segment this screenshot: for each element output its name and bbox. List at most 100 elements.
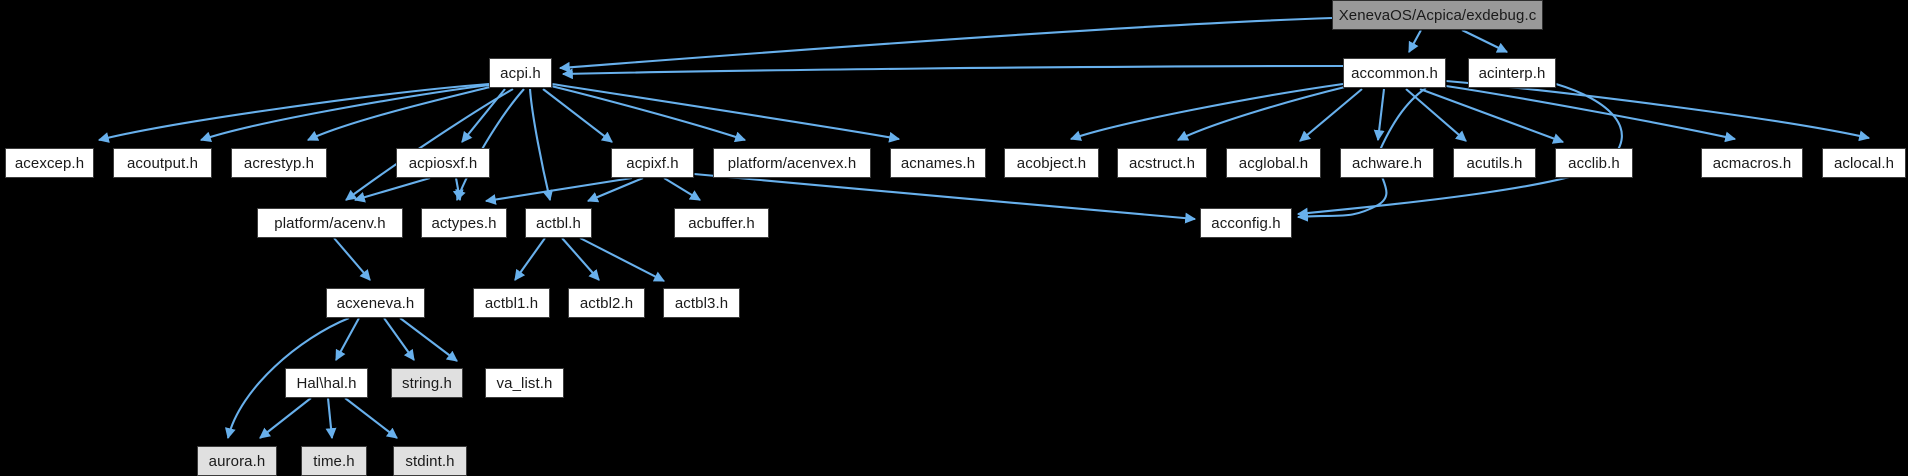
graph-node-acconfig[interactable]: acconfig.h — [1200, 208, 1292, 238]
graph-edge-accommon-to-acclib — [1419, 88, 1565, 144]
graph-edge-acpi-to-acenv — [345, 88, 514, 201]
graph-edge-acxeneva-to-va_list — [399, 317, 458, 362]
graph-edge-acpi-to-actypes — [455, 88, 525, 202]
graph-node-label: acglobal.h — [1238, 154, 1309, 172]
graph-node-label: va_list.h — [496, 374, 553, 392]
graph-node-label: acpixf.h — [626, 154, 679, 172]
graph-edge-acpixf-to-actbl — [586, 177, 644, 203]
graph-node-aclocal[interactable]: aclocal.h — [1822, 148, 1906, 178]
graph-node-acpi[interactable]: acpi.h — [489, 58, 552, 88]
graph-edge-exdebug-to-acinterp — [1461, 29, 1508, 53]
graph-node-stdint[interactable]: stdint.h — [393, 446, 467, 476]
graph-node-label: acexcep.h — [14, 154, 85, 172]
graph-node-string[interactable]: string.h — [391, 368, 463, 398]
graph-edge-acpi-to-acnames — [551, 82, 901, 143]
graph-node-acpiosxf[interactable]: acpiosxf.h — [396, 148, 490, 178]
graph-node-acstruct[interactable]: acstruct.h — [1117, 148, 1207, 178]
graph-node-accommon[interactable]: accommon.h — [1343, 58, 1446, 88]
graph-edge-acpixf-to-acconfig — [693, 172, 1197, 224]
graph-edge-actbl-to-actbl1 — [514, 237, 546, 281]
graph-node-acxeneva[interactable]: acxeneva.h — [326, 288, 425, 318]
graph-edge-exdebug-to-acpi — [558, 16, 1333, 73]
graph-edge-halhal-to-time — [325, 397, 337, 440]
graph-edge-accommon-to-acmacros — [1445, 84, 1737, 143]
graph-node-label: acclib.h — [1568, 154, 1620, 172]
graph-node-label: acbuffer.h — [688, 214, 755, 232]
graph-edge-halhal-to-aurora — [259, 397, 312, 439]
graph-node-aurora[interactable]: aurora.h — [197, 446, 277, 476]
graph-node-acoutput[interactable]: acoutput.h — [113, 148, 212, 178]
graph-node-label: actbl3.h — [674, 294, 729, 312]
graph-node-exdebug[interactable]: XenevaOS/Acpica/exdebug.c — [1332, 0, 1543, 30]
graph-edge-acpi-to-acpiosxf — [461, 88, 506, 143]
graph-edge-accommon-to-acglobal — [1299, 88, 1363, 142]
graph-edge-acxeneva-to-halhal — [335, 317, 360, 361]
graph-node-label: acnames.h — [900, 154, 976, 172]
graph-node-acglobal[interactable]: acglobal.h — [1226, 148, 1321, 178]
graph-edge-halhal-to-stdint — [344, 397, 398, 439]
graph-node-label: acstruct.h — [1128, 154, 1196, 172]
graph-edge-acpi-to-acexcep — [97, 82, 490, 143]
graph-node-label: acpiosxf.h — [408, 154, 478, 172]
graph-node-label: acinterp.h — [1478, 64, 1546, 82]
graph-edge-actbl-to-actbl2 — [561, 237, 600, 281]
graph-node-actypes[interactable]: actypes.h — [421, 208, 507, 238]
graph-node-acpixf[interactable]: acpixf.h — [611, 148, 694, 178]
graph-edge-accommon-to-acstruct — [1177, 85, 1346, 141]
graph-edge-acpixf-to-actypes — [484, 176, 633, 205]
graph-node-label: string.h — [402, 374, 452, 392]
graph-node-acrestyp[interactable]: acrestyp.h — [231, 148, 327, 178]
graph-edge-acpi-to-actbl — [528, 88, 554, 202]
graph-node-label: acpi.h — [500, 64, 541, 82]
graph-node-actbl1[interactable]: actbl1.h — [473, 288, 550, 318]
graph-node-label: XenevaOS/Acpica/exdebug.c — [1338, 6, 1537, 24]
graph-edge-actbl-to-actbl3 — [579, 237, 665, 282]
graph-node-halhal[interactable]: Hal\hal.h — [285, 368, 368, 398]
graph-edge-acpiosxf-to-actypes — [452, 177, 464, 202]
graph-node-label: stdint.h — [405, 452, 455, 470]
graph-node-acnames[interactable]: acnames.h — [890, 148, 986, 178]
graph-edge-accommon-to-acobject — [1069, 82, 1344, 141]
graph-node-label: achware.h — [1351, 154, 1423, 172]
graph-node-label: actbl.h — [536, 214, 581, 232]
graph-node-acbuffer[interactable]: acbuffer.h — [674, 208, 769, 238]
graph-node-label: platform/acenvex.h — [727, 154, 857, 172]
graph-node-acutils[interactable]: acutils.h — [1453, 148, 1536, 178]
graph-node-label: actbl2.h — [579, 294, 634, 312]
graph-node-acenvex[interactable]: platform/acenvex.h — [713, 148, 871, 178]
graph-edge-accommon-to-aclocal — [1445, 79, 1871, 142]
graph-node-acenv[interactable]: platform/acenv.h — [257, 208, 403, 238]
graph-node-acexcep[interactable]: acexcep.h — [5, 148, 94, 178]
graph-node-acmacros[interactable]: acmacros.h — [1701, 148, 1803, 178]
graph-edge-accommon-to-acpi — [561, 64, 1344, 80]
graph-node-label: acoutput.h — [126, 154, 199, 172]
graph-edge-acpi-to-acenvex — [550, 84, 747, 143]
graph-edge-exdebug-to-accommon — [1408, 29, 1422, 53]
graph-edge-acxeneva-to-string — [383, 317, 415, 361]
graph-node-achware[interactable]: achware.h — [1340, 148, 1434, 178]
graph-node-acinterp[interactable]: acinterp.h — [1468, 58, 1556, 88]
graph-node-actbl3[interactable]: actbl3.h — [663, 288, 740, 318]
graph-edge-accommon-to-acutils — [1405, 88, 1467, 142]
graph-node-label: acobject.h — [1016, 154, 1087, 172]
graph-node-actbl2[interactable]: actbl2.h — [568, 288, 645, 318]
graph-edge-acpixf-to-acbuffer — [663, 177, 701, 201]
graph-node-actbl[interactable]: actbl.h — [525, 208, 592, 238]
graph-node-label: aclocal.h — [1833, 154, 1895, 172]
graph-node-label: acconfig.h — [1211, 214, 1281, 232]
graph-node-va_list[interactable]: va_list.h — [485, 368, 564, 398]
graph-node-acobject[interactable]: acobject.h — [1004, 148, 1099, 178]
graph-node-label: platform/acenv.h — [274, 214, 386, 232]
graph-edge-acpi-to-acpixf — [542, 88, 613, 143]
graph-node-time[interactable]: time.h — [301, 446, 367, 476]
graph-node-label: acrestyp.h — [243, 154, 315, 172]
graph-node-label: acutils.h — [1466, 154, 1523, 172]
graph-node-label: Hal\hal.h — [296, 374, 357, 392]
graph-node-label: actypes.h — [431, 214, 497, 232]
graph-node-label: acxeneva.h — [336, 294, 415, 312]
graph-edge-accommon-to-achware — [1373, 88, 1386, 142]
graph-edge-acpiosxf-to-acenv — [353, 176, 431, 203]
graph-node-acclib[interactable]: acclib.h — [1555, 148, 1633, 178]
